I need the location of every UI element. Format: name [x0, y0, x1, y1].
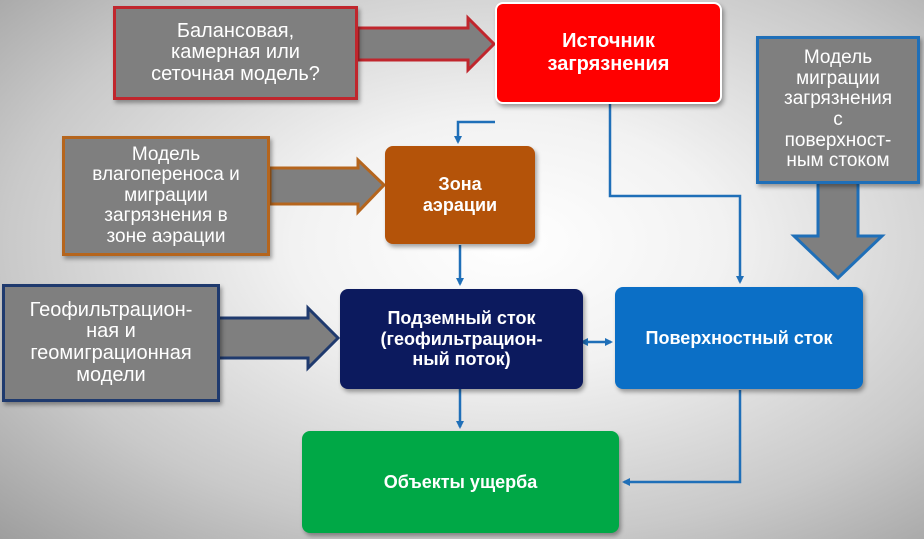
node-damage-objects: Объекты ущерба — [302, 431, 619, 533]
big-arrow-runoff-to-surface — [790, 180, 886, 281]
connector-source-to-aeration — [454, 120, 495, 144]
connector-source-to-surface — [608, 104, 744, 284]
big-arrow-balance-to-source — [356, 14, 497, 74]
note-moisture-transfer-model: Модель влагопереноса и миграции загрязне… — [62, 136, 270, 256]
big-arrow-moisture-to-aeration — [268, 156, 387, 216]
big-arrow-geofiltration-to-groundwater — [216, 304, 341, 372]
note-geofiltration-model: Геофильтрацион- ная и геомиграционная мо… — [2, 284, 220, 402]
node-surface-runoff: Поверхностный сток — [615, 287, 863, 389]
node-groundwater-flow: Подземный сток (геофильтрацион- ный пото… — [340, 289, 583, 389]
connector-surface-to-damage — [622, 390, 742, 486]
node-pollution-source: Источник загрязнения — [495, 2, 722, 104]
node-aeration-zone: Зона аэрации — [385, 146, 535, 244]
note-runoff-migration-model: Модель миграции загрязнения с поверхност… — [756, 36, 920, 184]
note-balance-model: Балансовая, камерная или сеточная модель… — [113, 6, 358, 100]
